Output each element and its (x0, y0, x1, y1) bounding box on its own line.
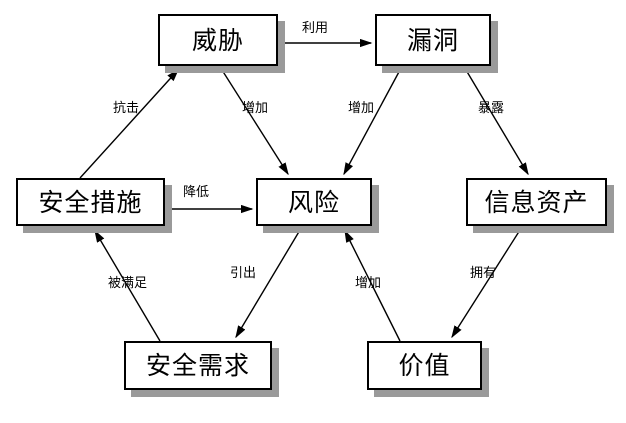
node-label-risk: 风险 (287, 187, 340, 217)
edge-value-increases-risk (344, 229, 401, 342)
node-label-requirement: 安全需求 (145, 351, 250, 380)
node-label-asset: 信息资产 (484, 187, 589, 217)
node-label-value: 价值 (398, 351, 451, 380)
edge-threat-increases-risk (221, 69, 289, 176)
node-threat[interactable]: 威胁 (158, 14, 278, 66)
edge-label-threat-exploits-vulnerability: 利用 (302, 21, 329, 36)
edge-label-vulnerability-exposes-asset: 暴露 (478, 101, 505, 116)
node-requirement[interactable]: 安全需求 (124, 341, 272, 390)
edge-label-asset-has-value: 拥有 (470, 266, 497, 281)
edge-safeguard-counters-threat (79, 68, 179, 179)
edge-label-requirement-satisfied-by-safeguard: 被满足 (108, 276, 148, 291)
node-risk[interactable]: 风险 (256, 178, 372, 226)
edge-risk-derives-requirement (235, 229, 301, 339)
edge-label-threat-increases-risk: 增加 (242, 101, 269, 116)
edge-label-safeguard-counters-threat: 抗击 (113, 101, 140, 116)
node-asset[interactable]: 信息资产 (466, 178, 607, 226)
node-safeguard[interactable]: 安全措施 (16, 178, 165, 226)
node-label-threat: 威胁 (191, 25, 244, 55)
edge-label-risk-derives-requirement: 引出 (230, 266, 257, 281)
edge-label-vulnerability-increases-risk: 增加 (348, 101, 375, 116)
node-value[interactable]: 价值 (367, 341, 482, 390)
node-vulnerability[interactable]: 漏洞 (375, 14, 491, 66)
edge-label-value-increases-risk: 增加 (355, 276, 382, 291)
node-label-vulnerability: 漏洞 (406, 25, 459, 55)
edge-vulnerability-exposes-asset (465, 69, 529, 176)
edge-vulnerability-increases-risk (343, 69, 401, 176)
edge-requirement-satisfied-by-safeguard (94, 229, 161, 342)
node-label-safeguard: 安全措施 (38, 187, 143, 217)
edge-asset-has-value (451, 229, 521, 339)
edge-label-safeguard-reduces-risk: 降低 (183, 185, 210, 200)
